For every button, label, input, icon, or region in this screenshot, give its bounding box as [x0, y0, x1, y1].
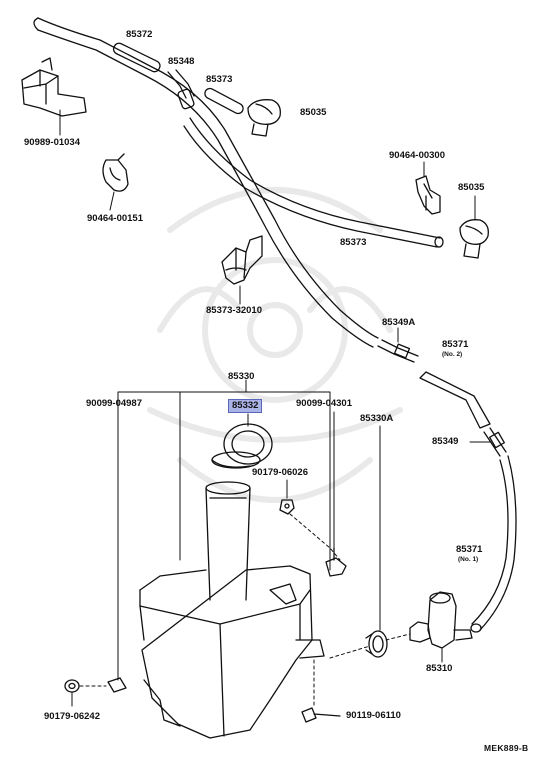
joint-85349A — [377, 339, 419, 363]
bolt-90099-04301 — [325, 547, 347, 577]
pump-85310 — [409, 591, 473, 649]
clip-90464-00151 — [102, 153, 129, 192]
label-85348: 85348 — [168, 56, 195, 67]
nut-90179-06242 — [64, 679, 80, 693]
label-85349A: 85349A — [382, 317, 416, 328]
joint-85349 — [483, 427, 507, 457]
label-90099-04987: 90099-04987 — [86, 398, 142, 409]
grommet-85330A — [365, 630, 388, 658]
nut-90179-06026 — [279, 499, 295, 515]
clip-90989-01034 — [21, 57, 87, 117]
label-85310: 85310 — [426, 663, 453, 674]
label-85371-no2-sub: (No. 2) — [442, 351, 463, 358]
watermark-emblem — [147, 187, 403, 503]
label-85035-upper: 85035 — [300, 107, 327, 118]
nozzle-85035-upper — [247, 99, 281, 137]
joint-85348 — [167, 69, 195, 110]
label-85371-no1-sub: (No. 1) — [458, 556, 479, 563]
filler-tube — [205, 481, 251, 601]
hose-85371-no1 — [470, 455, 517, 633]
washer-tank — [139, 565, 325, 739]
bolt-90119-06110 — [301, 707, 341, 723]
hose-85372 — [112, 42, 161, 73]
leader-90464-00151 — [109, 191, 115, 211]
hose-85371-no2 — [419, 371, 491, 429]
label-85371-no1: 85371 — [456, 544, 483, 555]
bracket-85330 — [117, 391, 331, 681]
label-85330A: 85330A — [360, 413, 394, 424]
label-85372: 85372 — [126, 29, 153, 40]
label-90464-00300: 90464-00300 — [389, 150, 445, 161]
drawing-code: MEK889-B — [484, 743, 529, 753]
hose-85373-upper — [204, 87, 244, 115]
label-90179-06242: 90179-06242 — [44, 711, 100, 722]
label-85349: 85349 — [432, 436, 459, 447]
hose-85372-85373 — [33, 17, 379, 348]
label-85332-highlighted[interactable]: 85332 — [228, 399, 263, 413]
label-85373-upper: 85373 — [206, 74, 233, 85]
label-90119-06110: 90119-06110 — [346, 710, 401, 721]
cap-85332 — [211, 423, 273, 469]
clip-90099-04987 — [107, 677, 127, 693]
label-85373-mid: 85373 — [340, 237, 367, 248]
label-85035-right: 85035 — [458, 182, 485, 193]
label-90099-04301: 90099-04301 — [296, 398, 352, 409]
hose-85373-mid — [183, 117, 444, 248]
label-85330: 85330 — [228, 371, 255, 382]
nozzle-85035-right — [459, 219, 489, 259]
label-85373-32010: 85373-32010 — [206, 305, 262, 316]
clip-90464-00300 — [415, 175, 441, 215]
label-90464-00151: 90464-00151 — [87, 213, 143, 224]
label-90989-01034: 90989-01034 — [24, 137, 80, 148]
label-85371-no2: 85371 — [442, 339, 469, 350]
label-90179-06026: 90179-06026 — [252, 467, 308, 478]
clip-85373-32010 — [221, 235, 263, 285]
